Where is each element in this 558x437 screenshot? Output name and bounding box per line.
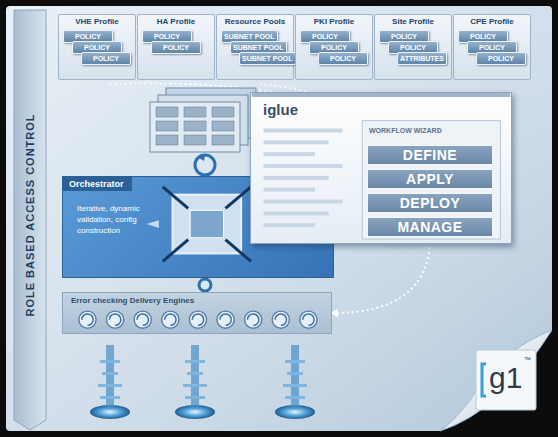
trademark-mark: ™ (524, 356, 531, 363)
policy-label: SUBNET POOL (242, 54, 293, 64)
delivery-towers (90, 345, 315, 419)
access-control-band (14, 10, 46, 430)
policy-card: SUBNET POOL (239, 52, 296, 65)
profile-heading: Site Profile (375, 15, 451, 26)
policy-label: POLICY (84, 43, 110, 53)
orchestrator-heading: Orchestrator (63, 177, 132, 191)
engines-heading: Error checking Delivery Engines (71, 296, 194, 305)
page-curl (440, 330, 552, 431)
policy-label: POLICY (479, 43, 505, 53)
button-label: DEPLOY (400, 195, 461, 211)
workflow-button: MANAGE (367, 217, 493, 237)
iglue-logo: iglue (263, 101, 298, 118)
workflow-button: DEFINE (367, 145, 493, 165)
policy-label: POLICY (391, 32, 417, 42)
policy-label: POLICY (75, 32, 101, 42)
workflow-button: APPLY (367, 169, 493, 189)
policy-card: POLICY (81, 52, 131, 65)
policy-label: POLICY (93, 54, 119, 64)
access-control-label: ROLE BASED ACCESS CONTROL (24, 113, 36, 316)
button-label: MANAGE (397, 219, 462, 235)
button-label: APPLY (406, 171, 454, 187)
profile-box: PKI ProfilePOLICYPOLICYPOLICY (295, 14, 373, 80)
policy-label: POLICY (321, 43, 347, 53)
page-corner-shadow (440, 330, 552, 431)
server-stack (150, 88, 256, 152)
policy-label: POLICY (154, 32, 180, 42)
policy-label: POLICY (400, 43, 426, 53)
policy-label: POLICY (163, 43, 189, 53)
policy-label: SUBNET POOL (233, 43, 284, 53)
policy-label: POLICY (312, 32, 338, 42)
logo-text: g1 (489, 361, 522, 395)
policy-card: POLICY (318, 52, 368, 65)
button-label: DEFINE (403, 147, 457, 163)
policy-label: ATTRIBUTES (400, 54, 444, 64)
workflow-window: iglueWORKFLOW WIZARD DEFINE APPLY DEPLOY MAN… (250, 92, 512, 244)
profile-box: Site ProfilePOLICYPOLICYATTRIBUTES (374, 14, 452, 80)
policy-label: SUBNET POOL (224, 32, 275, 42)
profile-heading: HA Profile (138, 15, 214, 26)
wizard-title: WORKFLOW WIZARD (369, 127, 442, 134)
workflow-connector (332, 237, 430, 313)
policy-label: POLICY (330, 54, 356, 64)
policy-card: ATTRIBUTES (397, 52, 447, 65)
policy-card: SUBNET POOL (230, 41, 287, 54)
profile-box: CPE ProfilePOLICYPOLICYPOLICY (453, 14, 531, 80)
policy-label: POLICY (470, 32, 496, 42)
orchestrator-description: Iterative, dynamic validation, config co… (77, 203, 157, 236)
delivery-engines-band: Error checking Delivery Engines (62, 292, 332, 334)
profile-box: HA ProfilePOLICYPOLICY (137, 14, 215, 80)
profile-heading: CPE Profile (454, 15, 530, 26)
workflow-button: DEPLOY (367, 193, 493, 213)
profile-box: Resource PoolsSUBNET POOLSUBNET POOLSUBN… (216, 14, 294, 80)
profile-heading: VHE Profile (59, 15, 135, 26)
policy-card: POLICY (476, 52, 526, 65)
policy-card: POLICY (151, 41, 201, 54)
profile-heading: Resource Pools (217, 15, 293, 26)
profile-box: VHE ProfilePOLICYPOLICYPOLICY (58, 14, 136, 80)
profile-heading: PKI Profile (296, 15, 372, 26)
policy-label: POLICY (488, 54, 514, 64)
policy-card: SUBNET POOL (221, 30, 278, 43)
main-panel (6, 6, 552, 431)
logo-frame (476, 350, 536, 410)
